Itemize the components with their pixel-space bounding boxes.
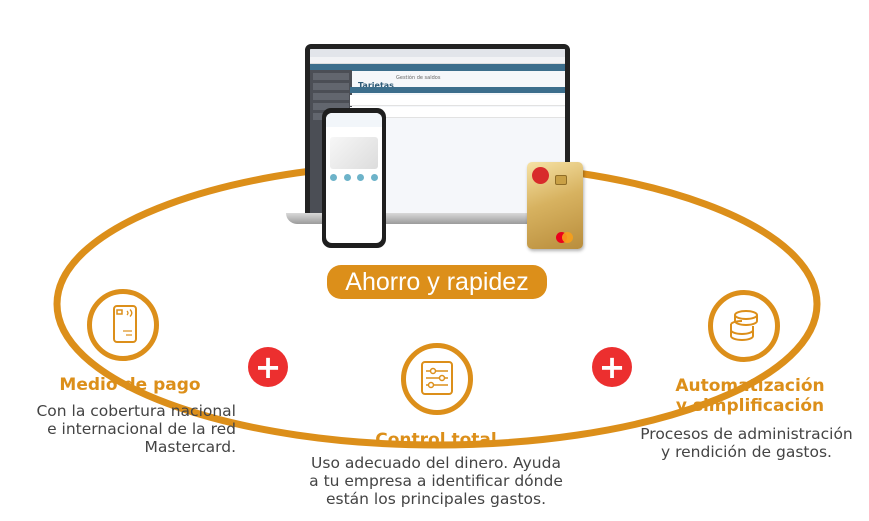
title-line: Automatización bbox=[675, 376, 825, 396]
phone-mockup bbox=[322, 108, 386, 248]
feature-description: Procesos de administración y rendición d… bbox=[624, 425, 869, 461]
sliders-icon bbox=[401, 343, 473, 415]
description-line: están los principales gastos. bbox=[325, 490, 547, 508]
feature-title: Automatización y simplificación bbox=[650, 376, 850, 416]
coins-icon bbox=[708, 290, 780, 362]
phone-screen bbox=[326, 113, 382, 243]
app-top-bar bbox=[310, 64, 565, 71]
feature-description: Con la cobertura nacional e internaciona… bbox=[2, 402, 236, 456]
table-header bbox=[350, 87, 565, 93]
laptop-base bbox=[286, 213, 580, 224]
description-line: Mastercard. bbox=[144, 438, 236, 456]
description-line: a tu empresa a identificar dónde bbox=[309, 472, 563, 490]
mastercard-logo-icon bbox=[556, 232, 567, 243]
brand-logo-icon bbox=[532, 167, 549, 184]
description-line: e internacional de la red bbox=[47, 420, 236, 438]
action-icon bbox=[357, 174, 365, 181]
description-line: Con la cobertura nacional bbox=[36, 402, 236, 420]
description-line: Uso adecuado del dinero. Ayuda bbox=[311, 454, 561, 472]
action-icon bbox=[330, 174, 337, 181]
table-row bbox=[350, 107, 565, 118]
app-main: Tarjetas Gestión de saldos bbox=[358, 73, 561, 215]
feature-description: Uso adecuado del dinero. Ayuda a tu empr… bbox=[286, 454, 586, 508]
plus-icon: + bbox=[592, 347, 632, 387]
phone-header bbox=[326, 113, 382, 127]
browser-address-bar bbox=[310, 57, 565, 64]
headline-pill: Ahorro y rapidez bbox=[327, 265, 547, 299]
title-line: y simplificación bbox=[675, 396, 825, 416]
mastercard-logo-icon bbox=[562, 232, 573, 243]
phone-action-icons bbox=[330, 174, 378, 188]
feature-title: Control total bbox=[375, 430, 497, 450]
prepaid-card bbox=[527, 162, 583, 249]
description-line: Procesos de administración bbox=[640, 425, 853, 443]
description-line: y rendición de gastos. bbox=[661, 443, 832, 461]
table-row bbox=[350, 95, 565, 106]
phone-card-image bbox=[330, 137, 378, 169]
action-icon bbox=[370, 174, 378, 181]
plus-icon: + bbox=[248, 347, 288, 387]
action-icon bbox=[343, 174, 351, 181]
sidebar-item bbox=[313, 73, 349, 80]
sidebar-item bbox=[313, 103, 349, 110]
chip-icon bbox=[555, 175, 567, 185]
browser-tab-bar bbox=[310, 49, 565, 57]
card-icon bbox=[87, 289, 159, 361]
page-subtitle: Gestión de saldos bbox=[396, 75, 441, 81]
sidebar-item bbox=[313, 83, 349, 90]
sidebar-item bbox=[313, 93, 349, 100]
page-title: Tarjetas bbox=[358, 81, 394, 90]
feature-title: Medio de pago bbox=[59, 375, 201, 395]
